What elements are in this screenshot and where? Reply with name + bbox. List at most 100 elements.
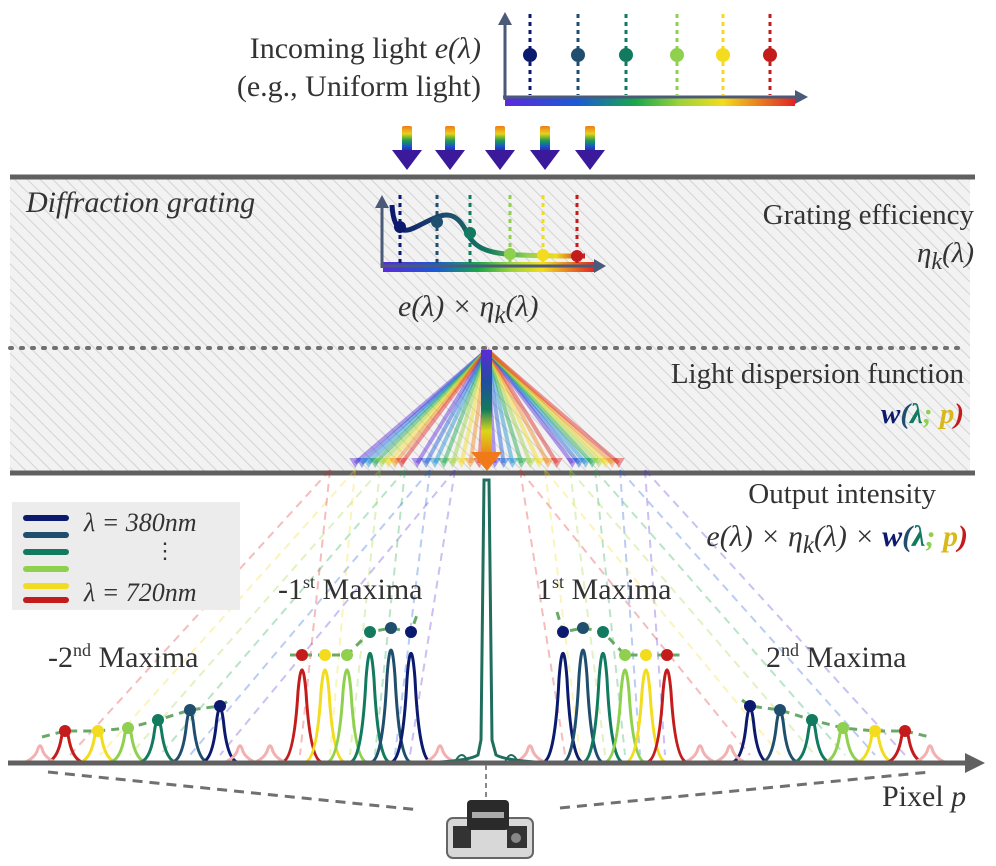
pixel-axis-label: Pixel p [882, 780, 967, 813]
dispersed-ray [373, 348, 489, 465]
dispersed-ray [485, 348, 588, 465]
maxima-minus2-label: -2nd Maxima [48, 640, 199, 674]
maxima-dot [122, 722, 134, 734]
guide-line [394, 469, 431, 756]
camera-icon [446, 800, 534, 859]
incoming-wavelength-dot [763, 48, 777, 62]
dispersed-ray [360, 348, 489, 465]
dispersed-ray [485, 348, 559, 465]
incoming-arrowhead [435, 150, 465, 170]
guide-line [299, 469, 331, 756]
incoming-wavelength-dot [619, 48, 633, 62]
zeroth-order-peak [439, 478, 536, 764]
maxima-dot [385, 622, 397, 634]
incoming-line2: (e.g., Uniform light) [236, 70, 481, 103]
guide-line [99, 469, 356, 756]
incoming-arrow [402, 126, 412, 152]
incoming-wavelength-dot [670, 48, 684, 62]
guide-line [619, 469, 641, 756]
intensity-peak [604, 668, 646, 764]
guide-line [569, 469, 816, 756]
dispersed-ray [485, 348, 614, 465]
intensity-peak [326, 668, 368, 764]
maxima-dot [837, 722, 849, 734]
maxima-dot [661, 649, 673, 661]
incoming-arrow [540, 126, 550, 152]
efficiency-text: Grating efficiency [762, 199, 974, 231]
guide-line [594, 469, 846, 756]
incoming-wavelength-dot [523, 48, 537, 62]
dispersed-ray [380, 348, 489, 465]
maxima-dot [92, 725, 104, 737]
maxima-chain-line [290, 611, 420, 657]
maxima-minus1-label: -1st Maxima [278, 572, 423, 606]
maxima-dot [774, 704, 786, 716]
grating-title: Diffraction grating [26, 186, 256, 219]
dispersed-ray [485, 349, 541, 464]
guide-line [129, 469, 381, 756]
guide-line [619, 469, 876, 756]
grating-efficiency-label: Grating efficiency ηk(λ) [763, 196, 974, 281]
dispersed-ray [400, 348, 489, 465]
maxima-dot [869, 725, 881, 737]
incoming-spectrum-plot [498, 12, 808, 106]
dispersed-ray [485, 348, 581, 465]
maxima-dot [806, 714, 818, 726]
dispersed-ray [485, 349, 550, 464]
intensity-peak [684, 744, 716, 764]
intensity-peak [714, 744, 746, 764]
incoming-line1: Incoming light [249, 32, 428, 65]
dispersed-ray [353, 348, 489, 465]
legend-dots: ⋮ [154, 538, 176, 563]
central-ray [481, 350, 492, 458]
intensity-peak [254, 744, 286, 764]
maxima-dot [557, 626, 569, 638]
dispersion-label: Light dispersion function w(λ; p) [671, 354, 964, 434]
guide-line [519, 469, 751, 756]
dispersed-ray [485, 349, 533, 464]
maxima-dot-chains [41, 611, 931, 739]
output-intensity-label: Output intensity [748, 478, 936, 511]
legend-last: λ = 720nm [84, 578, 197, 607]
efficiency-wavelength-dot [464, 227, 476, 239]
dispersed-ray [485, 348, 621, 465]
dispersed-ray [424, 349, 489, 464]
maxima-dot [577, 622, 589, 634]
wavelength-legend [12, 502, 240, 610]
intensity-peak [24, 744, 56, 764]
efficiency-wavelength-dot [431, 216, 443, 228]
incoming-arrowhead [392, 150, 422, 170]
legend-first: λ = 380nm [84, 508, 197, 537]
intensity-peak [514, 744, 546, 764]
maxima-dot [405, 626, 417, 638]
spectrum-bar [505, 96, 795, 106]
intensity-peak [390, 652, 432, 764]
dispersed-ray [367, 348, 489, 465]
incoming-arrow [585, 126, 595, 152]
intensity-peak [224, 744, 256, 764]
maxima-dot [184, 704, 196, 716]
dispersed-ray [485, 348, 607, 465]
incoming-arrows [392, 126, 605, 170]
incoming-symbol: e(λ) [434, 32, 481, 65]
grating-efficiency-plot [375, 195, 606, 273]
dispersed-ray [485, 348, 574, 465]
maxima-dot [59, 725, 71, 737]
guide-line [159, 469, 406, 756]
dispersed-ray [386, 348, 489, 465]
efficiency-wavelength-dot [394, 221, 406, 233]
maxima-dot [744, 700, 756, 712]
guide-line [544, 469, 581, 756]
incoming-arrow [495, 126, 505, 152]
incoming-wavelength-dot [571, 48, 585, 62]
output-intensity-peaks [24, 648, 946, 764]
maxima-plus1-label: 1st Maxima [537, 572, 672, 606]
intensity-peak [646, 668, 688, 764]
guide-line [374, 469, 406, 756]
intensity-peak [424, 744, 456, 764]
maxima-dot [341, 649, 353, 661]
dispersion-symbol: w(λ; p) [881, 398, 964, 430]
maxima-dot [899, 725, 911, 737]
maxima-dot [364, 626, 376, 638]
intensity-peak [304, 668, 346, 764]
